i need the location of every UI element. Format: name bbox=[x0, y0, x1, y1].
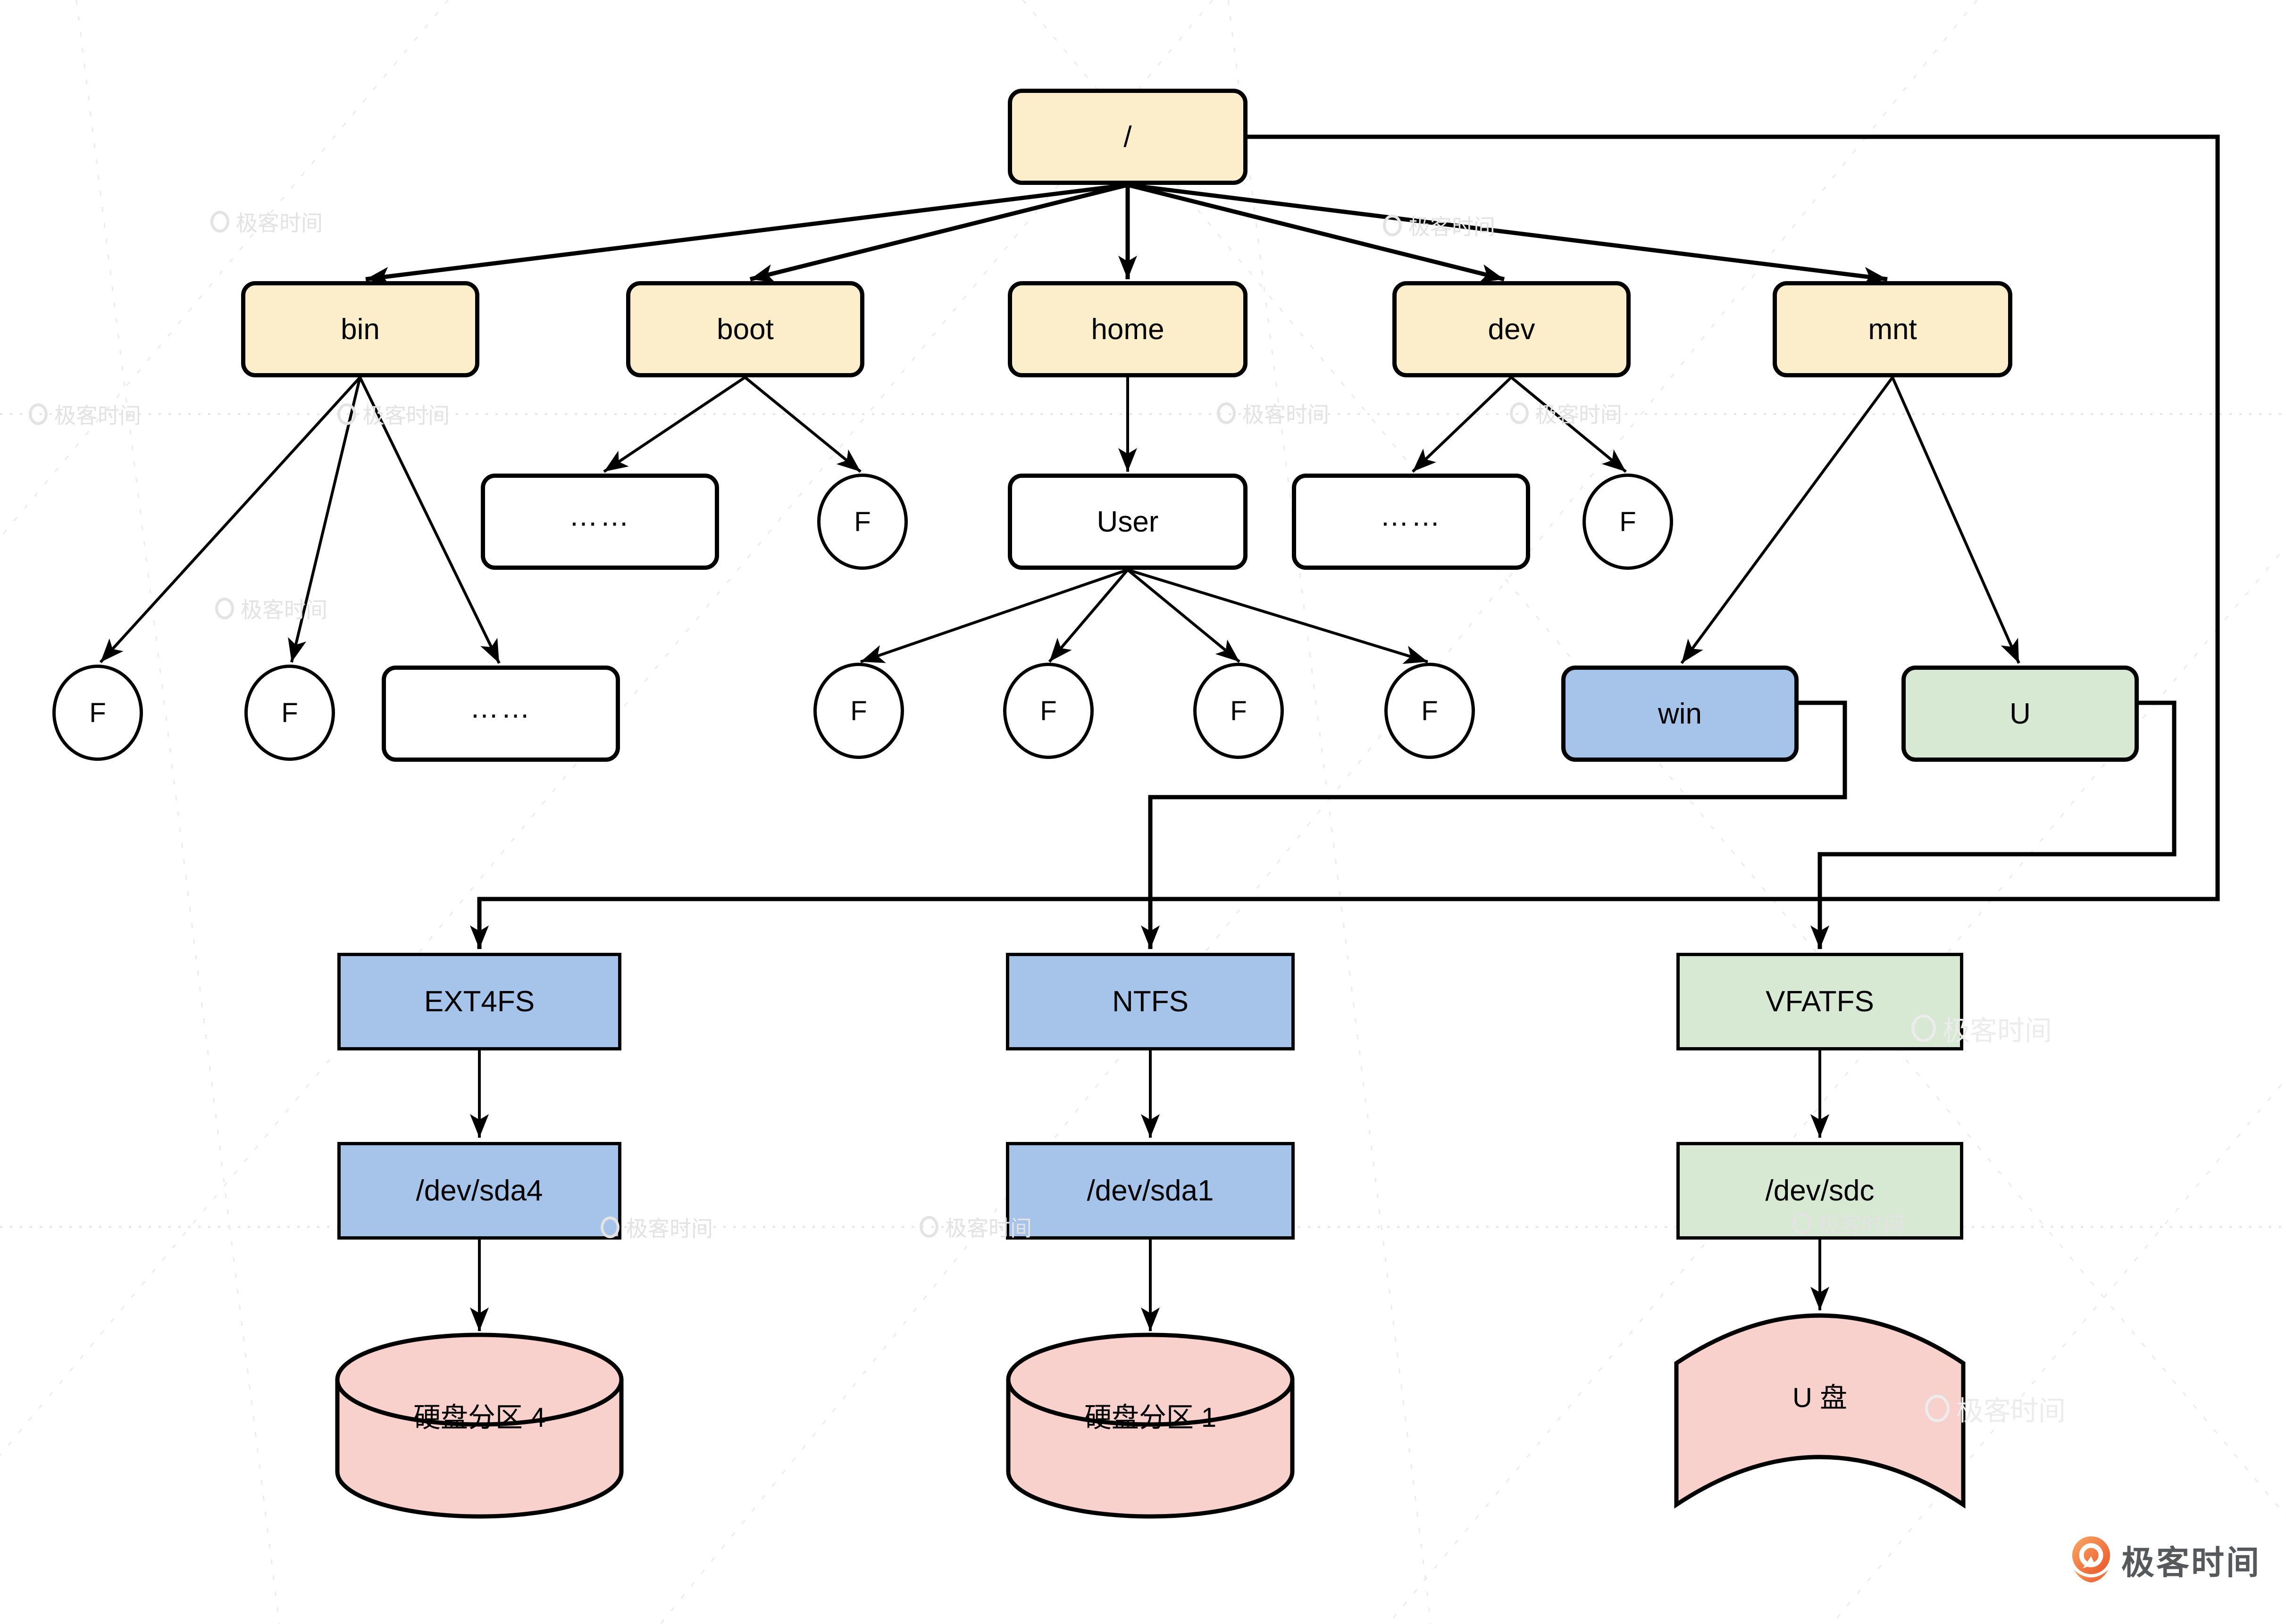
edge-user-f3 bbox=[1127, 568, 1240, 663]
ellipsis-label: …… bbox=[569, 500, 631, 533]
connector-u-vfatfs bbox=[1810, 700, 2177, 949]
watermark: 极客时间 bbox=[1925, 1389, 2066, 1428]
mount-connectors bbox=[470, 134, 2220, 949]
node-bin: bin bbox=[241, 281, 479, 377]
geektime-q-icon bbox=[2072, 1536, 2110, 1582]
edge-root-boot bbox=[749, 183, 1129, 283]
edge-user-f4 bbox=[1127, 568, 1428, 664]
watermark-q-icon bbox=[601, 1216, 620, 1238]
device-box-sda1: /dev/sda1 bbox=[1006, 1142, 1295, 1240]
watermark-q-icon bbox=[1792, 1213, 1811, 1234]
node-u: U bbox=[1901, 666, 2139, 762]
watermark-q-icon bbox=[29, 403, 48, 425]
fs-box-ntfs: NTFS bbox=[1006, 953, 1295, 1050]
node-boot-ellipsis: …… bbox=[481, 474, 719, 570]
edge-root-bin bbox=[365, 183, 1128, 286]
watermark: 极客时间 bbox=[210, 206, 323, 237]
file-circle-user-3: F bbox=[1193, 663, 1284, 759]
node-win: win bbox=[1561, 666, 1799, 762]
usb-disk-shape bbox=[1674, 1313, 1966, 1509]
edge-root-dev bbox=[1127, 183, 1505, 283]
watermark: 极客时间 bbox=[1510, 398, 1622, 429]
disk-partition-1-label: 硬盘分区 1 bbox=[1084, 1402, 1217, 1433]
watermark-q-icon bbox=[1925, 1395, 1950, 1422]
watermark-q-icon bbox=[1217, 402, 1236, 424]
file-circle-user-4: F bbox=[1384, 663, 1475, 759]
ellipsis-label: …… bbox=[469, 691, 532, 725]
file-circle-user-1: F bbox=[813, 663, 904, 759]
edge-dev-dots bbox=[1411, 376, 1513, 473]
node-bin-ellipsis: …… bbox=[382, 666, 620, 762]
watermark: 极客时间 bbox=[1217, 398, 1329, 429]
file-circle-bin-1: F bbox=[52, 665, 143, 761]
geektime-logo-text: 极客时间 bbox=[2121, 1544, 2261, 1581]
node-home: home bbox=[1008, 281, 1248, 377]
disk-shapes bbox=[335, 1313, 1966, 1519]
node-user: User bbox=[1008, 474, 1248, 570]
edge-mnt-u bbox=[1891, 376, 2020, 664]
connector-root-ext4fs bbox=[470, 134, 2220, 949]
disk-cylinder-4-top bbox=[335, 1333, 624, 1427]
watermark-q-icon bbox=[210, 211, 229, 233]
watermark: 极客时间 bbox=[1911, 1008, 2052, 1048]
fs-box-ext4fs: EXT4FS bbox=[337, 953, 621, 1050]
watermark: 极客时间 bbox=[337, 399, 450, 430]
file-circle-bin-2: F bbox=[244, 665, 335, 761]
edge-bin-dots bbox=[359, 376, 501, 664]
watermark-q-icon bbox=[1911, 1015, 1936, 1042]
usb-disk-label: U 盘 bbox=[1792, 1382, 1848, 1413]
connector-win-ntfs bbox=[1141, 700, 1847, 949]
watermark-q-icon bbox=[1383, 215, 1402, 236]
file-circle-boot: F bbox=[817, 474, 908, 570]
watermark: 极客时间 bbox=[29, 399, 141, 430]
watermark: 极客时间 bbox=[1792, 1208, 1905, 1239]
ellipsis-label: …… bbox=[1380, 500, 1442, 533]
node-boot: boot bbox=[626, 281, 864, 377]
edge-boot-f bbox=[744, 376, 862, 473]
watermark-q-icon bbox=[215, 598, 234, 619]
edge-root-mnt bbox=[1127, 183, 1888, 286]
watermark-q-icon bbox=[337, 403, 356, 425]
watermark-q-icon bbox=[1510, 402, 1529, 424]
edge-user-f1 bbox=[860, 568, 1128, 663]
watermark: 极客时间 bbox=[920, 1211, 1032, 1242]
device-box-sda4: /dev/sda4 bbox=[337, 1142, 621, 1240]
edge-boot-dots bbox=[603, 376, 746, 473]
node-dev: dev bbox=[1392, 281, 1631, 377]
tree-edges bbox=[99, 183, 2020, 664]
watermark: 极客时间 bbox=[601, 1212, 713, 1243]
node-root: / bbox=[1008, 89, 1248, 185]
geektime-logo: 极客时间 bbox=[2070, 1536, 2261, 1584]
edge-bin-f1 bbox=[99, 376, 361, 664]
edge-bin-f2 bbox=[288, 377, 361, 663]
watermark-q-icon bbox=[920, 1216, 938, 1238]
edge-user-f2 bbox=[1048, 569, 1129, 663]
edge-dev-f bbox=[1510, 376, 1627, 473]
watermark: 极客时间 bbox=[1383, 210, 1495, 241]
disk-cylinder-1-top bbox=[1006, 1333, 1295, 1427]
fs-column-arrows bbox=[470, 1050, 1829, 1331]
device-box-sdc: /dev/sdc bbox=[1676, 1142, 1963, 1240]
file-circle-user-2: F bbox=[1003, 663, 1094, 759]
file-circle-dev: F bbox=[1583, 474, 1673, 570]
edge-mnt-win bbox=[1680, 376, 1894, 664]
watermark: 极客时间 bbox=[215, 593, 327, 624]
node-dev-ellipsis: …… bbox=[1292, 474, 1530, 570]
node-mnt: mnt bbox=[1773, 281, 2012, 377]
disk-partition-4-label: 硬盘分区 4 bbox=[413, 1402, 546, 1433]
